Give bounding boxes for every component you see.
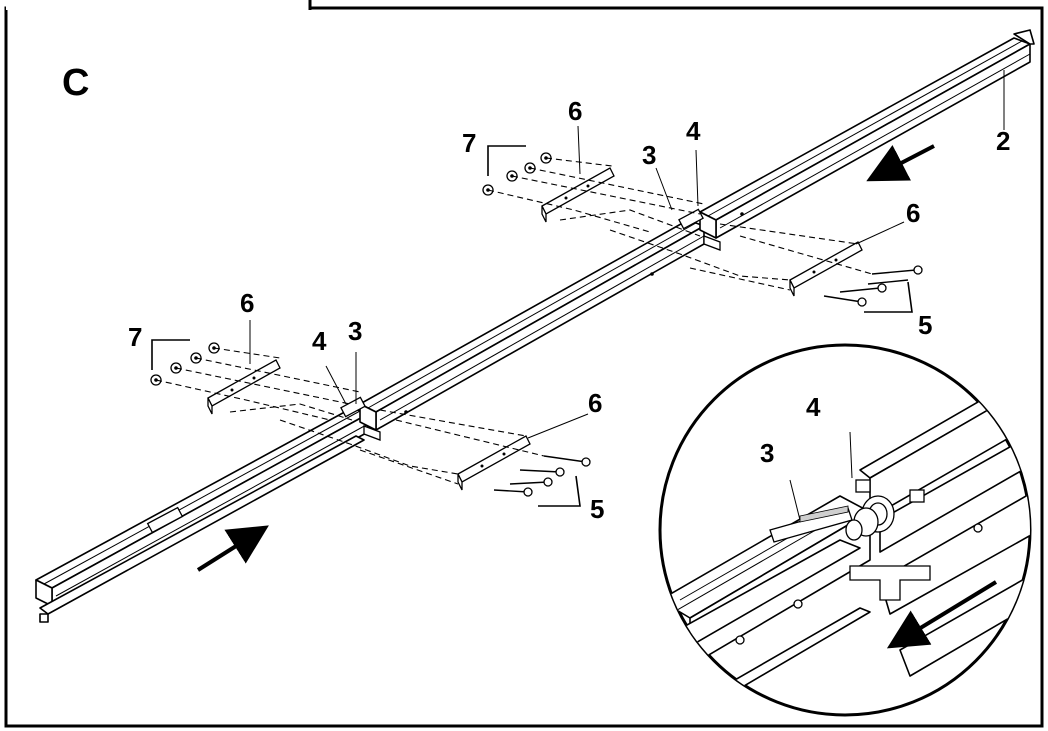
rail-section-upper-right bbox=[699, 29, 1035, 251]
connector-sleeve-right bbox=[678, 208, 704, 230]
nuts-right bbox=[482, 152, 552, 196]
callout-labels: 2 3 4 6 7 6 5 6 7 4 3 6 5 3 4 bbox=[128, 96, 1010, 524]
nuts-left-bracket bbox=[151, 339, 190, 370]
bolts-right bbox=[823, 265, 923, 307]
bracket-left-upper bbox=[207, 359, 281, 415]
bolts-left bbox=[493, 455, 591, 497]
callout-bolts-right: 5 bbox=[918, 310, 932, 340]
bracket-upper-right-top bbox=[541, 167, 615, 223]
callout-nuts-right: 7 bbox=[462, 128, 476, 158]
direction-arrows bbox=[196, 144, 935, 572]
callout-bracket-top-right: 6 bbox=[568, 96, 582, 126]
callout-sleeve-right: 4 bbox=[686, 116, 701, 146]
detail-magnifier bbox=[658, 343, 1032, 717]
connector-sleeve-left bbox=[340, 396, 366, 418]
nuts-right-bracket bbox=[487, 145, 526, 176]
callout-bolts-left: 5 bbox=[590, 494, 604, 524]
callout-connector-right: 3 bbox=[642, 140, 656, 170]
page-frame bbox=[4, 0, 1044, 728]
nuts-left bbox=[150, 342, 220, 386]
callout-sleeve-left: 4 bbox=[312, 326, 327, 356]
callout-sleeve-detail: 4 bbox=[806, 392, 821, 422]
bracket-right-lower bbox=[789, 241, 863, 297]
callout-connector-detail: 3 bbox=[760, 438, 774, 468]
callout-nuts-left: 7 bbox=[128, 322, 142, 352]
step-letter: C bbox=[62, 62, 89, 104]
bolts-right-bracket bbox=[864, 281, 913, 313]
rail-section-lower-left bbox=[35, 407, 369, 623]
callout-bracket-left-lower: 6 bbox=[588, 388, 602, 418]
bolts-left-bracket bbox=[538, 475, 581, 507]
callout-bracket-right-lower: 6 bbox=[906, 198, 920, 228]
bracket-left-lower bbox=[457, 435, 531, 491]
leader-lines bbox=[249, 70, 1005, 439]
callout-rail-end: 2 bbox=[996, 126, 1010, 156]
callout-connector-left: 3 bbox=[348, 316, 362, 346]
rail-section-middle bbox=[359, 219, 705, 441]
callout-bracket-left-upper: 6 bbox=[240, 288, 254, 318]
